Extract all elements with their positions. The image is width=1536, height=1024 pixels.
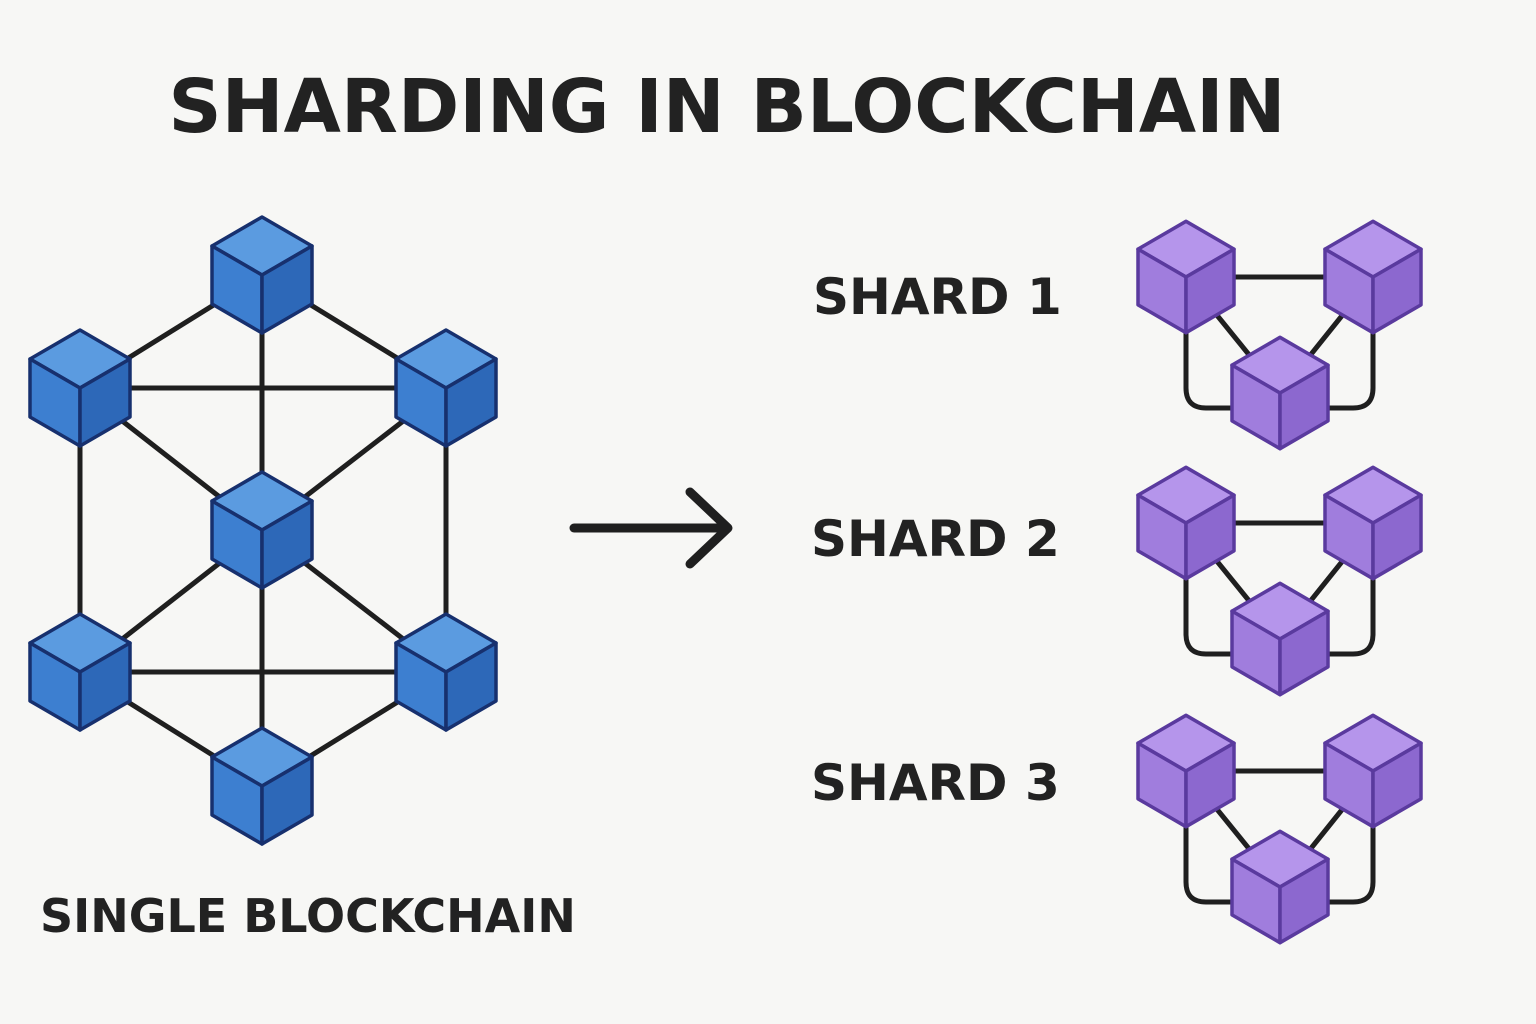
single-blockchain-nodes bbox=[28, 215, 498, 846]
cube-right-face bbox=[1278, 609, 1330, 697]
chain-link bbox=[1183, 771, 1280, 905]
chain-link bbox=[1280, 277, 1376, 411]
shard-label-1: SHARD 1 bbox=[813, 268, 1062, 326]
cube-right-face bbox=[260, 755, 314, 846]
cube-right-face bbox=[1371, 247, 1423, 335]
cube-icon bbox=[1323, 465, 1423, 581]
cube-icon bbox=[394, 328, 498, 448]
cube-icon bbox=[28, 328, 132, 448]
cube-icon bbox=[1136, 219, 1236, 335]
cube-right-face bbox=[1371, 741, 1423, 829]
cube-right-face bbox=[1184, 247, 1236, 335]
shard-nodes bbox=[1136, 465, 1423, 697]
cube-icon bbox=[1323, 219, 1423, 335]
chain-link bbox=[1183, 277, 1280, 411]
cube-icon bbox=[210, 726, 314, 846]
diagram-title: SHARDING IN BLOCKCHAIN bbox=[168, 64, 1285, 150]
cube-icon bbox=[1230, 581, 1330, 697]
cube-icon bbox=[28, 612, 132, 732]
cube-icon bbox=[394, 612, 498, 732]
cube-right-face bbox=[444, 641, 498, 732]
cube-icon bbox=[210, 470, 314, 590]
shard-networks bbox=[1136, 219, 1423, 945]
cube-right-face bbox=[78, 357, 132, 448]
single-blockchain-network bbox=[28, 215, 498, 846]
shard-nodes bbox=[1136, 713, 1423, 945]
cube-right-face bbox=[1184, 493, 1236, 581]
shard-network-2 bbox=[1136, 465, 1423, 697]
cube-icon bbox=[1230, 829, 1330, 945]
cube-icon bbox=[210, 215, 314, 335]
cube-icon bbox=[1136, 465, 1236, 581]
shard-network-3 bbox=[1136, 713, 1423, 945]
cube-right-face bbox=[260, 499, 314, 590]
shard-nodes bbox=[1136, 219, 1423, 451]
cube-right-face bbox=[78, 641, 132, 732]
chain-link bbox=[1280, 771, 1376, 905]
cube-right-face bbox=[1184, 741, 1236, 829]
cube-icon bbox=[1323, 713, 1423, 829]
single-blockchain-caption: SINGLE BLOCKCHAIN bbox=[40, 889, 576, 943]
cube-icon bbox=[1136, 713, 1236, 829]
shard-label-2: SHARD 2 bbox=[811, 510, 1060, 568]
cube-right-face bbox=[1278, 363, 1330, 451]
shard-network-1 bbox=[1136, 219, 1423, 451]
chain-link bbox=[1183, 523, 1280, 657]
arrow-right-icon bbox=[569, 487, 733, 569]
chain-link bbox=[1280, 523, 1376, 657]
cube-right-face bbox=[260, 244, 314, 335]
cube-right-face bbox=[1278, 857, 1330, 945]
cube-right-face bbox=[1371, 493, 1423, 581]
cube-right-face bbox=[444, 357, 498, 448]
shard-label-3: SHARD 3 bbox=[811, 754, 1060, 812]
cube-icon bbox=[1230, 335, 1330, 451]
